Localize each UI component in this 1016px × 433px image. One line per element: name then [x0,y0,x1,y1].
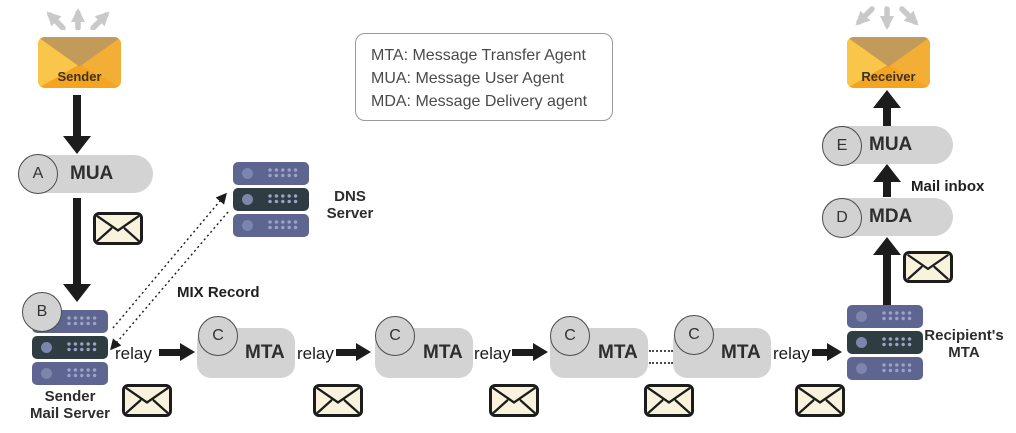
mta-label: MTA [721,342,761,363]
dns-server-icon [233,162,309,237]
mta-label: MTA [245,342,285,363]
mix-record-label: MIX Record [177,284,260,301]
step-badge-c4: C [674,315,714,355]
step-badge-d: D [822,198,862,238]
mail-icon [644,384,694,417]
recipient-mta-server-icon [847,305,923,380]
continuation-dots [649,362,673,364]
right-arrow [159,343,195,361]
relay-label-1: relay [115,344,152,363]
up-arrow [873,237,901,305]
step-badge-c1: C [198,316,238,356]
sender-label: Sender [57,69,102,84]
legend-line-mda: MDA: Message Delivery agent [371,93,588,110]
mail-inbox-label: Mail inbox [911,178,985,195]
mta-label: MTA [423,342,463,363]
down-arrow [63,95,91,154]
mail-icon [795,384,845,417]
mta-label: MTA [598,342,638,363]
mail-icon [489,384,539,417]
recipient-mta-label: Recipient's MTA [924,327,1004,361]
legend-line-mua: MUA: Message User Agent [371,70,564,87]
mail-icon [903,251,953,283]
incoming-arrows-icon [855,6,919,30]
legend-box: MTA: Message Transfer Agent MUA: Message… [355,33,613,121]
step-badge-b: B [22,292,62,332]
step-badge-c2: C [375,316,415,356]
sender-mail-server-label: Sender Mail Server [29,388,111,422]
step-badge-a: A [18,154,58,194]
sender-mail-server-icon [32,310,108,385]
mda-label: MDA [869,206,913,227]
relay-label-2: relay [297,344,334,363]
right-arrow [812,343,842,361]
step-badge-e: E [822,126,862,166]
dns-query-arrows [110,192,229,351]
receiver-label: Receiver [861,69,916,84]
relay-label-4: relay [773,344,810,363]
step-badge-c3: C [550,316,590,356]
up-arrow [873,164,901,197]
dns-server-label: DNS Server [326,188,374,222]
sender-envelope-icon: Sender [38,37,121,88]
up-arrow [873,90,901,126]
receiver-mua-label: MUA [869,134,913,155]
mail-icon [93,212,143,245]
down-arrow [63,198,91,302]
relay-label-3: relay [474,344,511,363]
legend-line-mta: MTA: Message Transfer Agent [371,47,586,64]
continuation-dots [649,350,673,352]
right-arrow [512,343,548,361]
mail-icon [313,384,363,417]
mail-icon [122,384,172,417]
sender-mua-label: MUA [70,163,114,184]
receiver-envelope-icon: Receiver [847,37,930,88]
right-arrow [336,343,371,361]
outgoing-arrows-icon [46,8,110,30]
